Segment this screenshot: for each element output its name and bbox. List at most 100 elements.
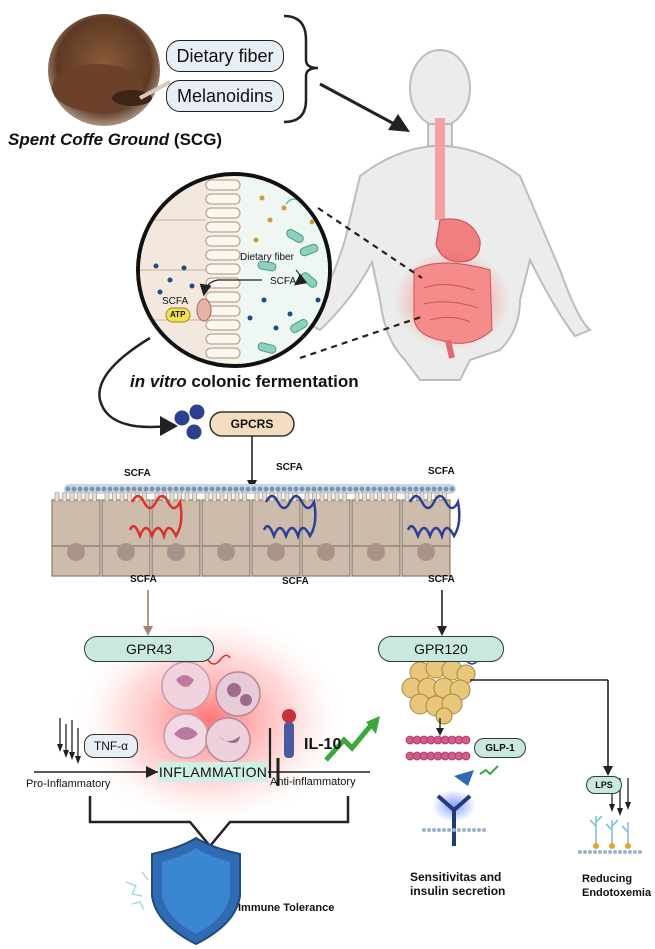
membrane-dot xyxy=(443,486,449,492)
microvillus xyxy=(427,491,432,503)
membrane-dot xyxy=(275,486,281,492)
membrane-dot xyxy=(598,850,602,854)
cell-nucleus xyxy=(367,543,385,561)
membrane-dot xyxy=(191,486,197,492)
inflammation-label: INFLAMMATION xyxy=(158,762,268,782)
membrane-dot xyxy=(618,850,622,854)
microvillus xyxy=(119,491,125,503)
membrane-dot xyxy=(203,486,209,492)
membrane-dot xyxy=(185,486,191,492)
membrane-dot xyxy=(457,828,461,832)
membrane-dot xyxy=(221,486,227,492)
membrane-dot xyxy=(341,486,347,492)
glp1-bead xyxy=(461,735,471,745)
gpr43-receptor: GPR43 xyxy=(84,636,214,662)
gpr43-label: GPR43 xyxy=(126,641,172,657)
membrane-dot xyxy=(113,486,119,492)
membrane-dot xyxy=(173,486,179,492)
inset-scfa-left: SCFA xyxy=(162,296,189,307)
arrow-to-gpcrs xyxy=(98,336,169,429)
membrane-dot xyxy=(395,486,401,492)
microvillus xyxy=(384,491,390,503)
membrane-dot xyxy=(437,486,443,492)
cell-nucleus xyxy=(67,543,85,561)
membrane-dot xyxy=(323,486,329,492)
microvillus xyxy=(392,491,397,503)
membrane-dot xyxy=(257,486,263,492)
membrane-dot xyxy=(281,486,287,492)
membrane-dot xyxy=(377,486,383,492)
il10-up-arrow xyxy=(324,722,374,762)
membrane-dot xyxy=(389,486,395,492)
membrane-dot xyxy=(209,486,215,492)
red-receptor xyxy=(128,494,183,541)
membrane-dot xyxy=(335,486,341,492)
membrane-dot xyxy=(131,486,137,492)
membrane-dot xyxy=(359,486,365,492)
microvillus xyxy=(62,491,67,503)
microvillus xyxy=(219,491,225,503)
microvillus xyxy=(254,491,260,503)
membrane-dot xyxy=(462,828,466,832)
microvillus xyxy=(342,491,347,503)
fermentation-prefix: in vitro xyxy=(130,372,187,391)
dietary-fiber-pill: Dietary fiber xyxy=(166,40,284,72)
membrane-dot xyxy=(447,828,451,832)
glp1-label: GLP-1 xyxy=(485,742,515,754)
microvillus xyxy=(242,491,247,503)
cell-nucleus xyxy=(267,543,285,561)
gpr120-label: GPR120 xyxy=(414,641,468,657)
inset-fiber-label: Dietary fiber xyxy=(240,252,294,263)
membrane-dot xyxy=(71,486,77,492)
inset-scfa-right: SCFA xyxy=(270,276,297,287)
microvillus xyxy=(184,491,190,503)
arrow-head xyxy=(388,114,410,132)
insulin-outcome-line-1: Sensitivitas and xyxy=(410,870,502,884)
membrane-dot xyxy=(365,486,371,492)
membrane-dot xyxy=(593,850,597,854)
microvillus xyxy=(369,491,375,503)
tnf-alpha-pill: TNF-α xyxy=(84,734,138,758)
blue-receptor-right xyxy=(406,494,461,541)
endotoxemia-outcome: Reducing Endotoxemia xyxy=(582,872,651,900)
microvillus xyxy=(377,491,382,503)
microvillus xyxy=(354,491,360,503)
membrane-dot xyxy=(383,486,389,492)
microvillus xyxy=(212,491,217,503)
microvillus xyxy=(92,491,97,503)
membrane-dot xyxy=(83,486,89,492)
microvillus xyxy=(54,491,60,503)
membrane-dot xyxy=(419,486,425,492)
insulin-outcome-line-2: insulin secretion xyxy=(410,884,506,898)
membrane-dot xyxy=(77,486,83,492)
microvillus xyxy=(69,491,75,503)
scfa-bottom-1: SCFA xyxy=(130,574,157,585)
membrane-dot xyxy=(603,850,607,854)
membrane-dot xyxy=(167,486,173,492)
membrane-dot xyxy=(89,486,95,492)
membrane-dot xyxy=(155,486,161,492)
epithelial-cell-top xyxy=(51,499,101,547)
endotoxemia-outcome-line-2: Endotoxemia xyxy=(582,887,652,899)
cell-nucleus xyxy=(167,543,185,561)
membrane-dot xyxy=(422,828,426,832)
membrane-dot xyxy=(588,850,592,854)
membrane-dot xyxy=(227,486,233,492)
cell-nucleus xyxy=(217,543,235,561)
tnf-alpha-label: TNF-α xyxy=(93,739,129,753)
glp1-peptide-chain xyxy=(405,735,471,761)
membrane-dot xyxy=(293,486,299,492)
arrow-to-body xyxy=(319,82,399,128)
coffee-ground-image xyxy=(48,14,171,126)
microvillus xyxy=(284,491,290,503)
microvillus xyxy=(319,491,325,503)
membrane-dot xyxy=(317,486,323,492)
membrane-dot xyxy=(125,486,131,492)
lps-pill: LPS xyxy=(586,776,622,794)
microvillus xyxy=(204,491,210,503)
membrane-dot xyxy=(197,486,203,492)
inflammation-glow xyxy=(70,610,350,830)
membrane-dot xyxy=(299,486,305,492)
microvillus xyxy=(169,491,175,503)
membrane-dot xyxy=(263,486,269,492)
